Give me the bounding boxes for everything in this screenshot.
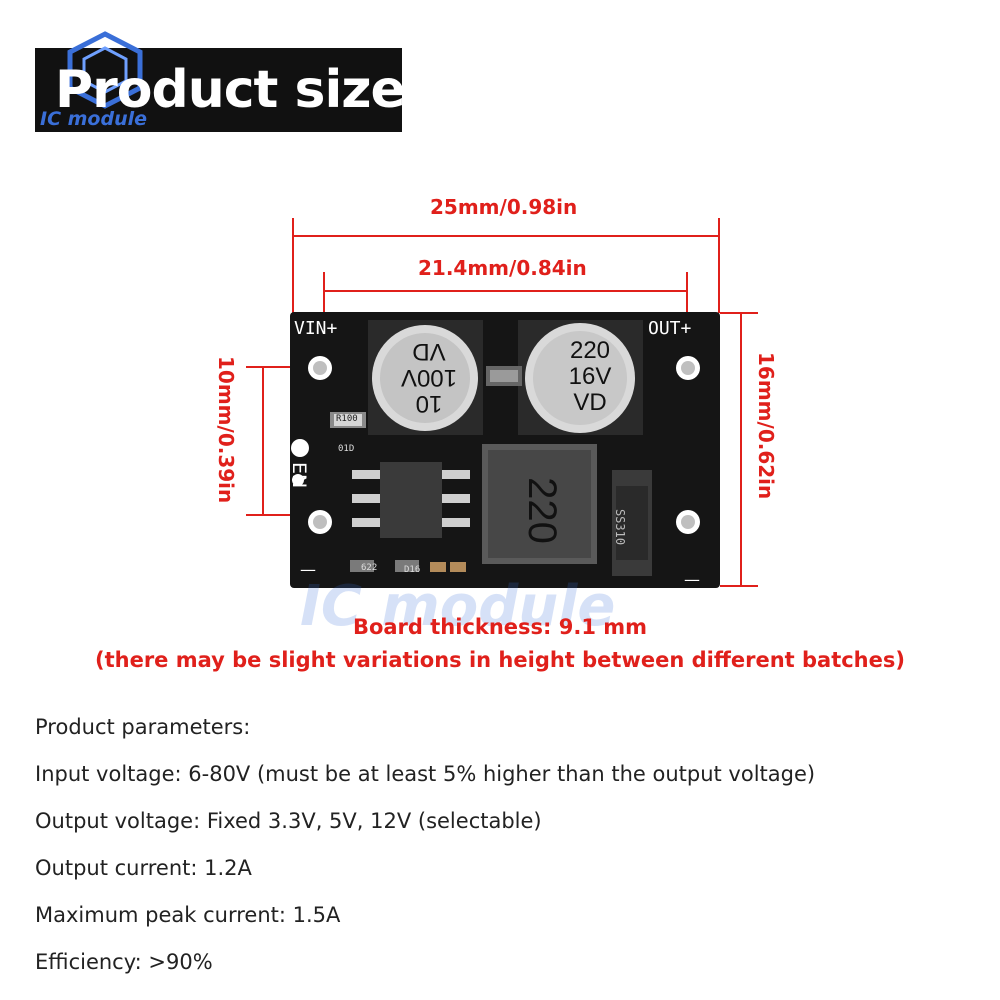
board-thickness-note: Board thickness: 9.1 mm (352, 615, 648, 639)
batch-variation-note: (there may be slight variations in heigh… (95, 648, 905, 672)
capacitor-2-line: 220 (569, 337, 611, 364)
header-bar (35, 48, 402, 132)
dim-width-outer: 25mm/0.98in (430, 195, 578, 219)
dim-outer-left-tick (292, 218, 294, 313)
dim-height-left: 10mm/0.39in (214, 356, 238, 504)
dim-left-line (262, 366, 264, 516)
capacitor-1-marking: 10 100V VD (397, 338, 461, 417)
inductor-marking: 220 (519, 477, 564, 544)
dim-right-bottom-tick (720, 585, 758, 587)
page-title: Product size (55, 60, 406, 120)
capacitor-2-line: VD (573, 389, 607, 416)
pcb-board (290, 312, 720, 588)
product-parameters: Product parameters: Input voltage: 6-80V… (35, 704, 815, 986)
peak-current: Maximum peak current: 1.5A (35, 903, 341, 927)
resistor-label: R100 (336, 414, 358, 424)
input-voltage: Input voltage: 6-80V (must be at least 5… (35, 762, 816, 786)
dim-right-top-tick (720, 312, 758, 314)
silkscreen-mark-3: D16 (404, 565, 421, 575)
output-voltage: Output voltage: Fixed 3.3V, 5V, 12V (sel… (35, 809, 542, 833)
efficiency: Efficiency: >90% (35, 950, 213, 974)
dim-height-right: 16mm/0.62in (754, 352, 778, 500)
dim-outer-right-tick (718, 218, 720, 313)
out-label: OUT+ (648, 318, 692, 339)
dim-width-inner: 21.4mm/0.84in (418, 256, 587, 280)
dim-outer-line (292, 235, 720, 237)
capacitor-2-line: 16V (568, 363, 612, 390)
capacitor-1-line: 100V (400, 364, 458, 391)
dim-left-bottom-tick (246, 514, 322, 516)
silkscreen-mark-1: 01D (338, 444, 355, 454)
diode-marking: SS310 (613, 508, 628, 546)
dim-right-line (740, 312, 742, 586)
logo-icon (67, 31, 143, 109)
logo-text: IC module (40, 108, 148, 130)
output-current: Output current: 1.2A (35, 856, 252, 880)
watermark-text: IC module (300, 574, 616, 639)
parameters-heading: Product parameters: (35, 715, 251, 739)
en-label: EN (288, 462, 310, 489)
capacitor-1-line: 10 (415, 390, 443, 417)
minus-right-label: — (684, 570, 700, 589)
vin-label: VIN+ (294, 318, 338, 339)
dim-left-top-tick (246, 366, 322, 368)
minus-left-label: — (300, 560, 316, 579)
capacitor-2-marking: 220 16V VD (555, 338, 625, 416)
dim-inner-line (323, 290, 687, 292)
silkscreen-mark-2: 622 (361, 563, 378, 573)
capacitor-1-line: VD (412, 338, 446, 365)
